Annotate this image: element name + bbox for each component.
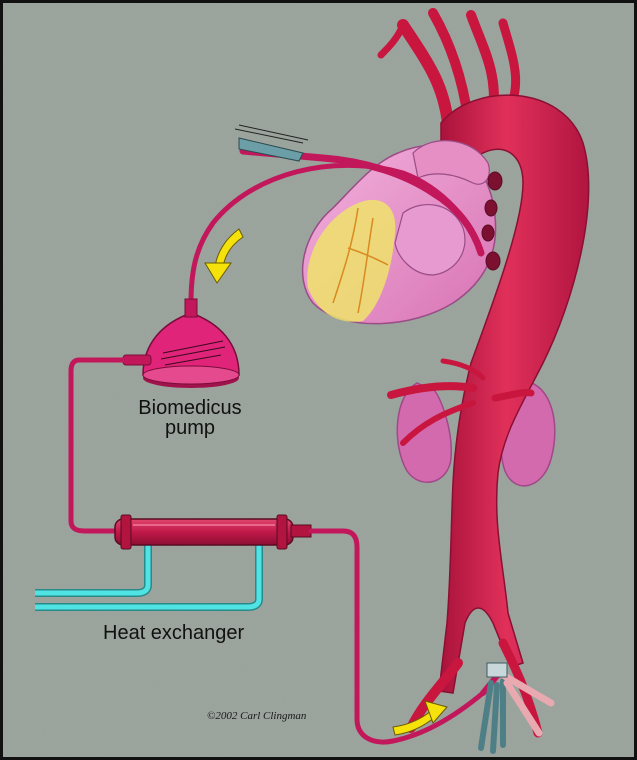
heat-exchanger-label: Heat exchanger (103, 623, 303, 643)
pump-label-line1: Biomedicus (115, 398, 265, 418)
heat-exchanger (115, 515, 311, 549)
copyright-notice: ©2002 Carl Clingman (207, 710, 306, 722)
pump-label-line2: pump (115, 418, 265, 438)
bypass-circuit-illustration (3, 3, 637, 760)
pump-label: Biomedicus pump (115, 398, 265, 438)
